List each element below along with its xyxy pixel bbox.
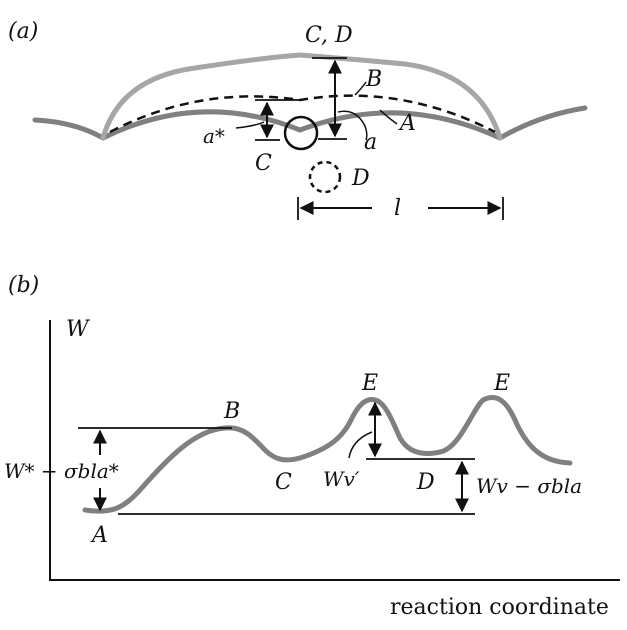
curve-a bbox=[32, 105, 588, 141]
label-b: B bbox=[365, 67, 382, 92]
label-a-point: A bbox=[90, 523, 108, 548]
panel-a: (a) C, D B A a* a bbox=[8, 19, 588, 221]
label-d: D bbox=[351, 166, 370, 191]
label-b-point: B bbox=[223, 399, 240, 424]
panel-b-tag: (b) bbox=[8, 273, 39, 298]
pointer-a bbox=[337, 110, 368, 141]
curve-cd bbox=[100, 52, 503, 141]
panel-b: (b) W reaction coordinate B E E C D A Wv… bbox=[4, 273, 620, 620]
label-e-second: E bbox=[493, 371, 510, 396]
circle-d-dashed bbox=[308, 160, 342, 194]
pointer-wv-prime bbox=[348, 431, 373, 459]
label-cd: C, D bbox=[305, 23, 353, 48]
label-wv-prime: Wv′ bbox=[323, 467, 360, 491]
panel-a-tag: (a) bbox=[8, 19, 38, 44]
circle-c bbox=[283, 115, 319, 151]
energy-curve bbox=[82, 395, 573, 514]
label-e-first: E bbox=[361, 371, 378, 396]
label-a-curve: A bbox=[398, 111, 416, 136]
pointer-a-star bbox=[235, 121, 265, 129]
label-x-axis: reaction coordinate bbox=[390, 595, 609, 620]
label-l: l bbox=[394, 196, 401, 221]
label-a: a bbox=[364, 130, 377, 155]
pointer-b bbox=[354, 81, 367, 96]
label-wv-sigma: Wv − σbla bbox=[476, 474, 582, 498]
label-d-point: D bbox=[416, 470, 435, 495]
label-w-star: W* − σbla* bbox=[4, 459, 119, 483]
label-c: C bbox=[255, 151, 272, 176]
label-a-star: a* bbox=[203, 124, 225, 148]
label-c-point: C bbox=[275, 470, 292, 495]
label-w-axis: W bbox=[66, 317, 91, 342]
pointer-a-curve bbox=[379, 109, 398, 125]
